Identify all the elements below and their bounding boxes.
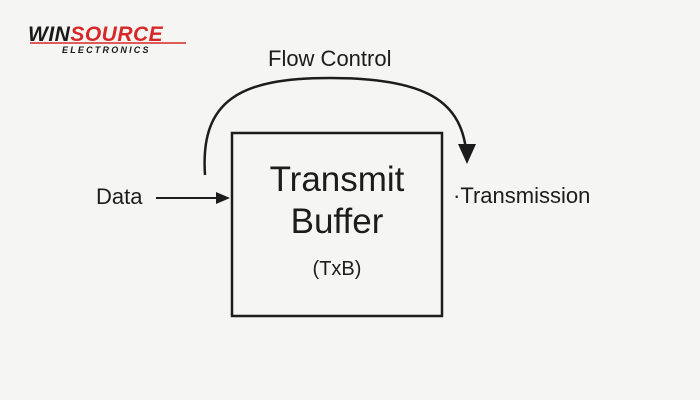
logo-win-text: WIN [28, 23, 71, 46]
data-arrowhead-icon [216, 192, 230, 204]
flow-control-arrowhead-icon [458, 144, 476, 164]
logo-wordmark: WINSOURCE [28, 24, 163, 46]
logo-swoosh-icon [30, 42, 186, 44]
data-input-label: Data [96, 184, 143, 209]
flow-control-label: Flow Control [268, 46, 392, 71]
transmission-output-label: ·Transmission [453, 183, 591, 208]
box-abbreviation: (TxB) [312, 258, 362, 280]
logo-source-text: SOURCE [70, 23, 164, 46]
winsource-logo: WINSOURCE ELECTRONICS [28, 24, 198, 58]
flow-control-arrow [203, 76, 468, 176]
transmit-buffer-box [230, 131, 444, 318]
box-title-line1: Transmit [269, 160, 405, 199]
logo-subtitle: ELECTRONICS [62, 45, 151, 55]
box-title-line2: Buffer [290, 202, 384, 241]
